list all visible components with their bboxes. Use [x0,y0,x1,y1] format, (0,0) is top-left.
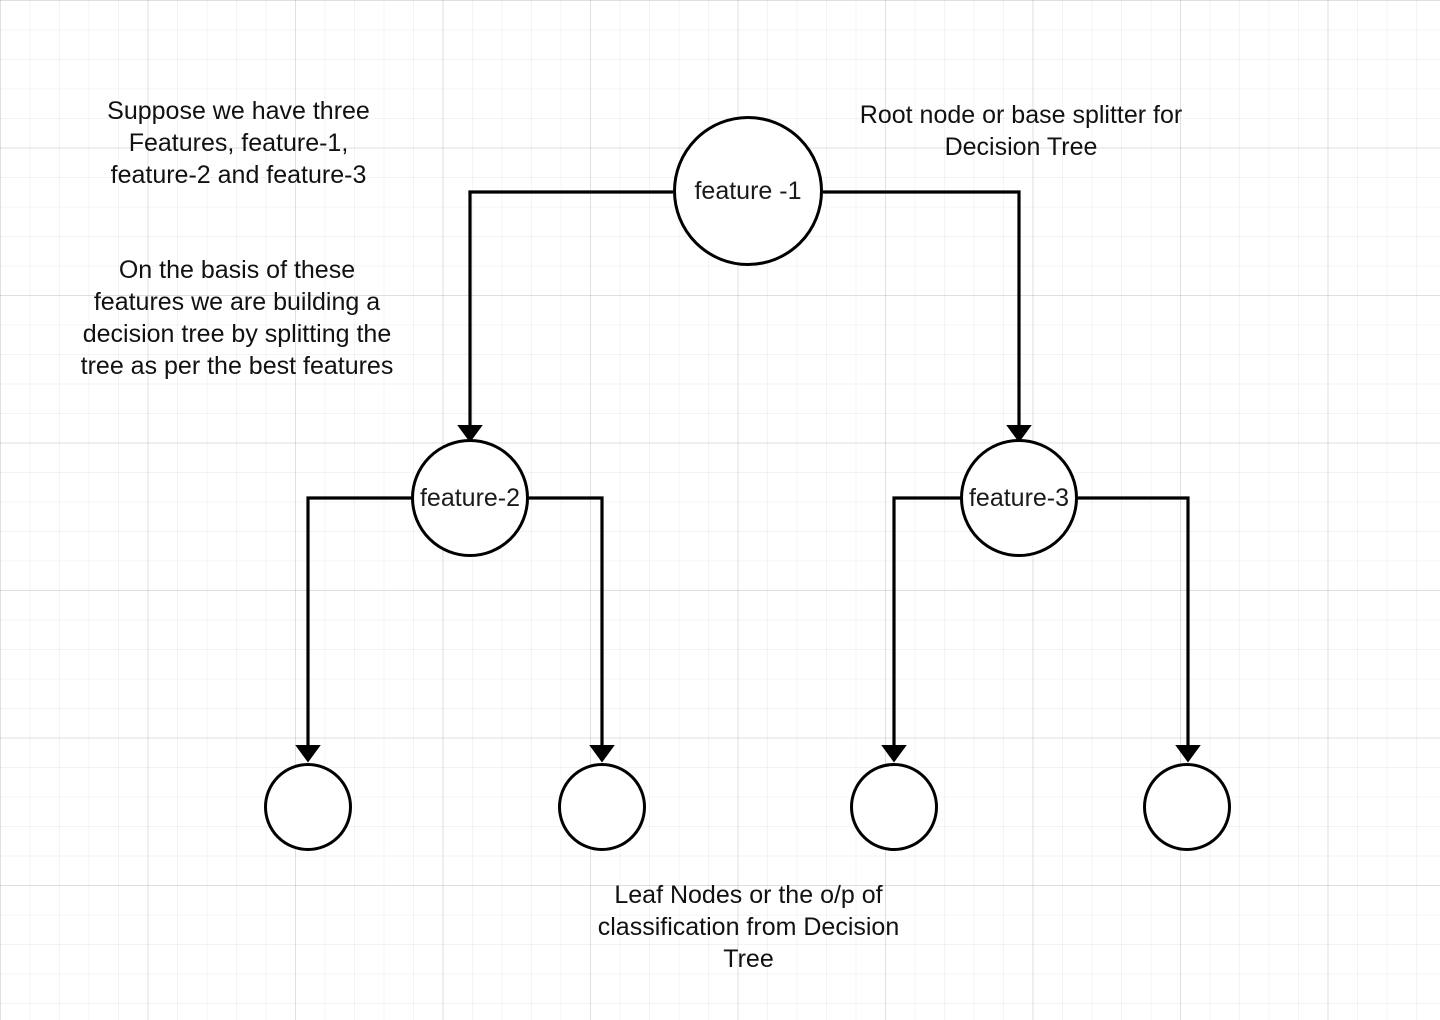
node-root[interactable]: feature -1 [673,116,823,266]
node-leaf-2[interactable] [558,763,646,851]
node-feature-2-label: feature-2 [419,483,521,512]
node-leaf-1[interactable] [264,763,352,851]
annotation-root-note: Root node or base splitter for Decision … [859,101,1183,161]
edge-feature3-to-leaf3 [881,496,961,763]
annotation-features-note: Suppose we have three Features, feature-… [107,97,370,189]
edge-feature2-to-leaf2 [529,496,615,763]
edge-root-to-feature3 [823,190,1032,443]
annotation-leaf-note: Leaf Nodes or the o/p of classification … [597,881,900,973]
edge-root-to-feature2 [457,190,673,443]
node-leaf-4[interactable] [1143,763,1231,851]
edge-feature3-to-leaf4 [1078,496,1201,763]
node-feature-3[interactable]: feature-3 [960,439,1078,557]
annotation-building-note: On the basis of these features we are bu… [80,256,394,380]
node-leaf-3[interactable] [850,763,938,851]
edge-paths [295,190,1201,763]
node-root-label: feature -1 [694,176,802,205]
edge-feature2-to-leaf1 [295,496,412,763]
node-feature-2[interactable]: feature-2 [411,439,529,557]
node-feature-3-label: feature-3 [968,483,1070,512]
